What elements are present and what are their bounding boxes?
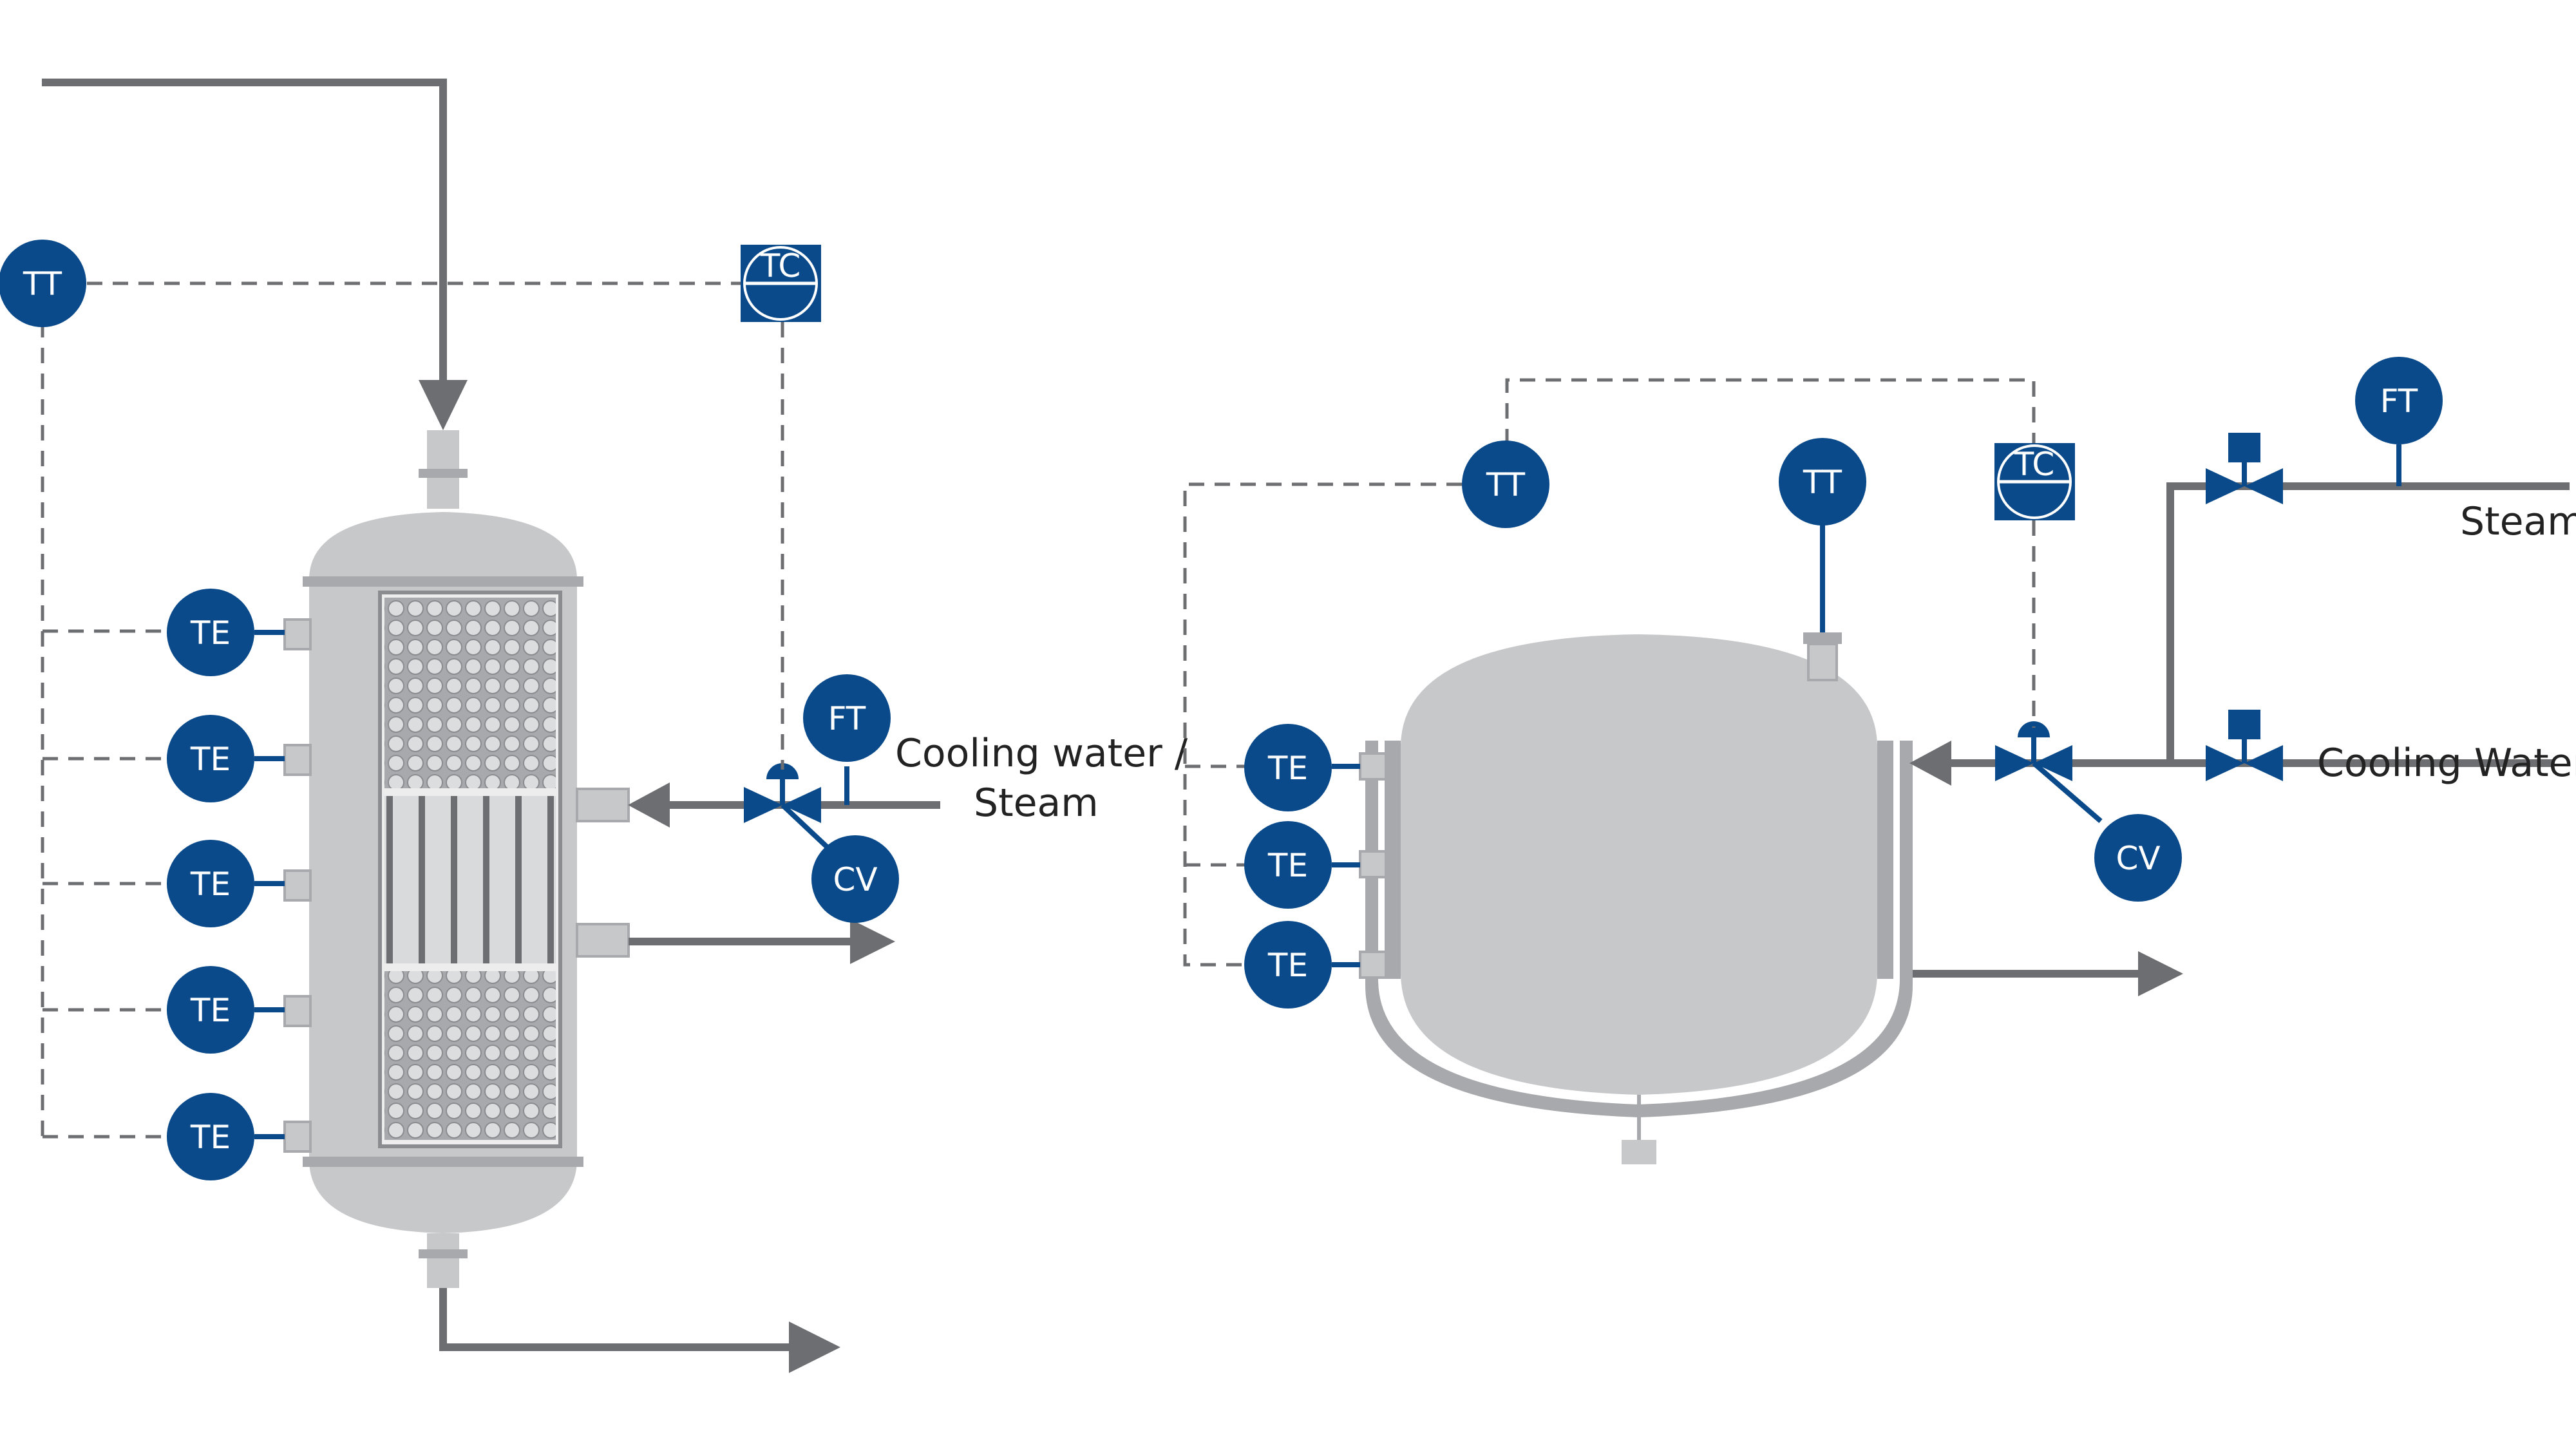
- left-utility-return-arrow: [850, 919, 895, 964]
- svg-text:TE: TE: [1267, 947, 1308, 984]
- right-unit: TT TT TC FT CV TE TE: [1183, 357, 2576, 1164]
- right-jacket-supply-arrow: [1909, 741, 1951, 786]
- left-outlet-arrow: [789, 1321, 840, 1373]
- svg-text:TE: TE: [190, 741, 231, 778]
- right-control-valve[interactable]: [1995, 721, 2072, 781]
- svg-text:TE: TE: [190, 866, 231, 903]
- reactor-bottom-nozzle: [1622, 1140, 1656, 1164]
- svg-text:TE: TE: [1267, 750, 1308, 787]
- left-utility-label-line1: Cooling water /: [895, 731, 1188, 776]
- right-te-bus: [1183, 482, 1462, 967]
- left-column: [303, 512, 583, 1233]
- left-utility-inlet-nozzle: [576, 788, 630, 822]
- upper-packed-bed: [384, 598, 556, 788]
- left-te-nozzles: [283, 618, 312, 1153]
- left-ft-instrument[interactable]: FT: [803, 674, 891, 762]
- right-te-2[interactable]: TE: [1244, 821, 1332, 909]
- right-jacket-return-arrow: [2138, 951, 2183, 996]
- cooling-water-label: Cooling Water: [2317, 741, 2576, 786]
- right-cv-instrument[interactable]: CV: [2094, 814, 2182, 902]
- left-tc-instrument[interactable]: TC: [741, 245, 821, 322]
- right-utility-header: [2166, 482, 2570, 767]
- reactor-vessel: [1385, 634, 1893, 1095]
- cooling-water-valve[interactable]: [2206, 710, 2283, 781]
- left-unit: TT TC FT CV TE TE TE: [0, 79, 1188, 1373]
- right-tt-jacket-instrument[interactable]: TT: [1462, 440, 1549, 528]
- lower-packed-bed: [384, 971, 556, 1140]
- left-outlet-line: [439, 1288, 792, 1351]
- right-tc-label: TC: [2014, 446, 2055, 483]
- right-te-3[interactable]: TE: [1244, 921, 1332, 1009]
- left-tt-label: TT: [23, 265, 62, 303]
- right-tt-jacket-label: TT: [1486, 466, 1526, 504]
- left-tc-label: TC: [760, 247, 801, 285]
- left-te-1[interactable]: TE: [167, 589, 254, 676]
- left-utility-supply-arrow: [628, 782, 670, 828]
- right-tt-top-instrument[interactable]: TT: [1779, 438, 1866, 526]
- svg-text:TE: TE: [1267, 847, 1308, 884]
- right-tt-tc-signal: [1505, 378, 2036, 444]
- svg-text:TE: TE: [190, 614, 231, 652]
- svg-text:TE: TE: [190, 1119, 231, 1156]
- left-utility-label-line2: Steam: [974, 781, 1099, 826]
- reactor-top-nozzle: [1803, 632, 1842, 644]
- left-te-5[interactable]: TE: [167, 1093, 254, 1180]
- left-top-nozzle: [427, 430, 459, 469]
- right-te-1[interactable]: TE: [1244, 724, 1332, 811]
- tube-bundle: [384, 796, 556, 963]
- left-utility-outlet-nozzle: [576, 923, 630, 958]
- steam-valve[interactable]: [2206, 433, 2283, 504]
- left-cv-instrument[interactable]: CV: [811, 835, 899, 923]
- steam-label: Steam: [2460, 499, 2576, 544]
- left-te-2[interactable]: TE: [167, 715, 254, 802]
- left-te-3[interactable]: TE: [167, 840, 254, 927]
- left-cv-label: CV: [833, 861, 877, 898]
- right-tt-top-label: TT: [1803, 464, 1842, 501]
- left-te-4[interactable]: TE: [167, 966, 254, 1054]
- left-control-valve[interactable]: [744, 763, 821, 823]
- right-tc-instrument[interactable]: TC: [1994, 443, 2075, 520]
- left-tt-instrument[interactable]: TT: [0, 240, 86, 327]
- right-ft-instrument[interactable]: FT: [2355, 357, 2443, 444]
- right-cv-label: CV: [2116, 840, 2160, 877]
- right-ft-label: FT: [2380, 383, 2418, 420]
- svg-text:TE: TE: [190, 992, 231, 1029]
- left-feed-arrow: [419, 380, 468, 430]
- left-feed-line: [42, 79, 447, 399]
- left-ft-label: FT: [828, 700, 866, 737]
